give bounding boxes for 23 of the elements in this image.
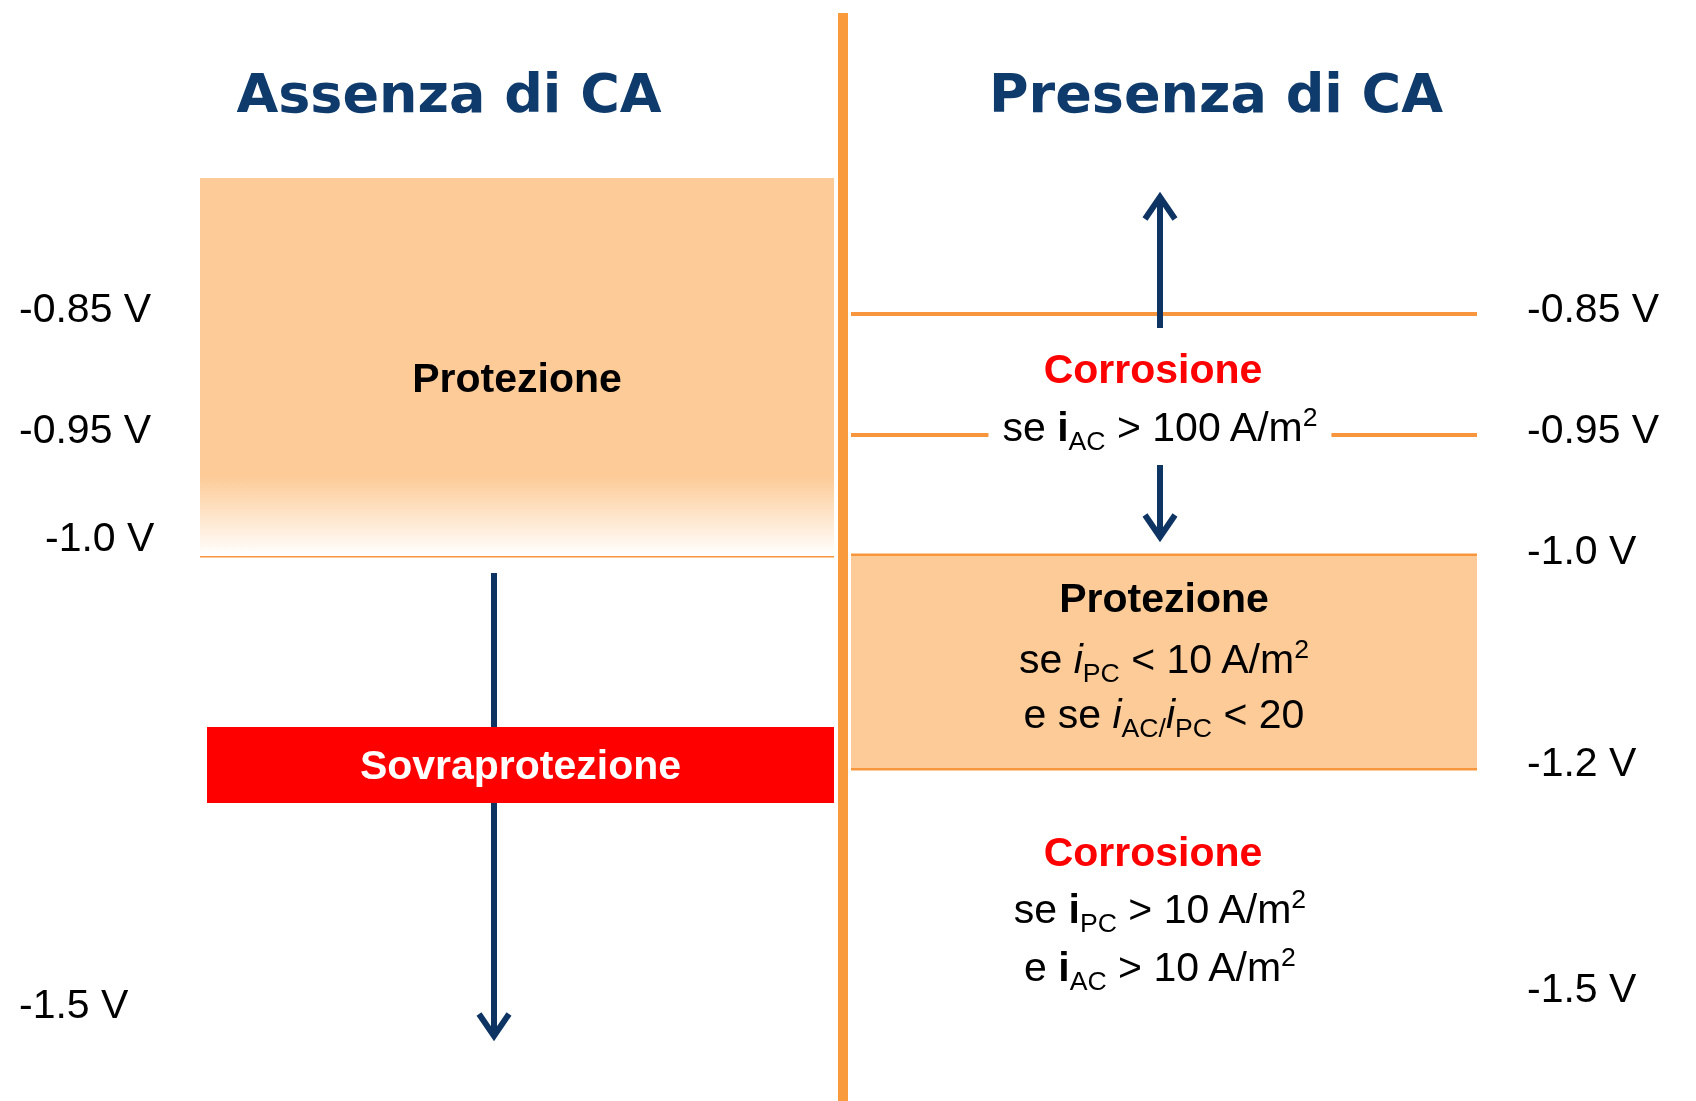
protection-band [851,556,1477,768]
band-heading: Sovraprotezione [358,743,683,789]
overprotection-bar [207,727,834,803]
band-heading: Protezione [411,356,623,402]
voltage-label: -0.85 V [1527,286,1660,332]
voltage-label: -1.5 V [19,982,129,1028]
protection-band [200,178,834,556]
condition-text: se i$_{PC}$ > 10 A/m$^{2}$ [1013,885,1307,939]
voltage-label: -1.5 V [1527,966,1637,1012]
section-title: Presenza di CA [988,64,1444,124]
voltage-label: -0.95 V [19,407,152,453]
status-label: Corrosione [1043,830,1263,876]
band-heading: Protezione [1058,576,1270,622]
condition-text: se i$_{PC}$ < 10 A/m$^{2}$ [1018,635,1310,689]
voltage-label: -0.85 V [19,286,152,332]
condition-text: e i$_{AC}$ > 10 A/m$^{2}$ [1024,943,1296,997]
condition-text: e se i$_{AC/}$i$_{PC}$ < 20 [1022,692,1306,744]
voltage-label: -1.2 V [1527,740,1637,786]
voltage-label: -1.0 V [45,515,155,561]
status-label: Corrosione [1043,347,1263,393]
voltage-label: -0.95 V [1527,407,1660,453]
voltage-label: -1.0 V [1527,528,1637,574]
section-title: Assenza di CA [236,64,662,124]
